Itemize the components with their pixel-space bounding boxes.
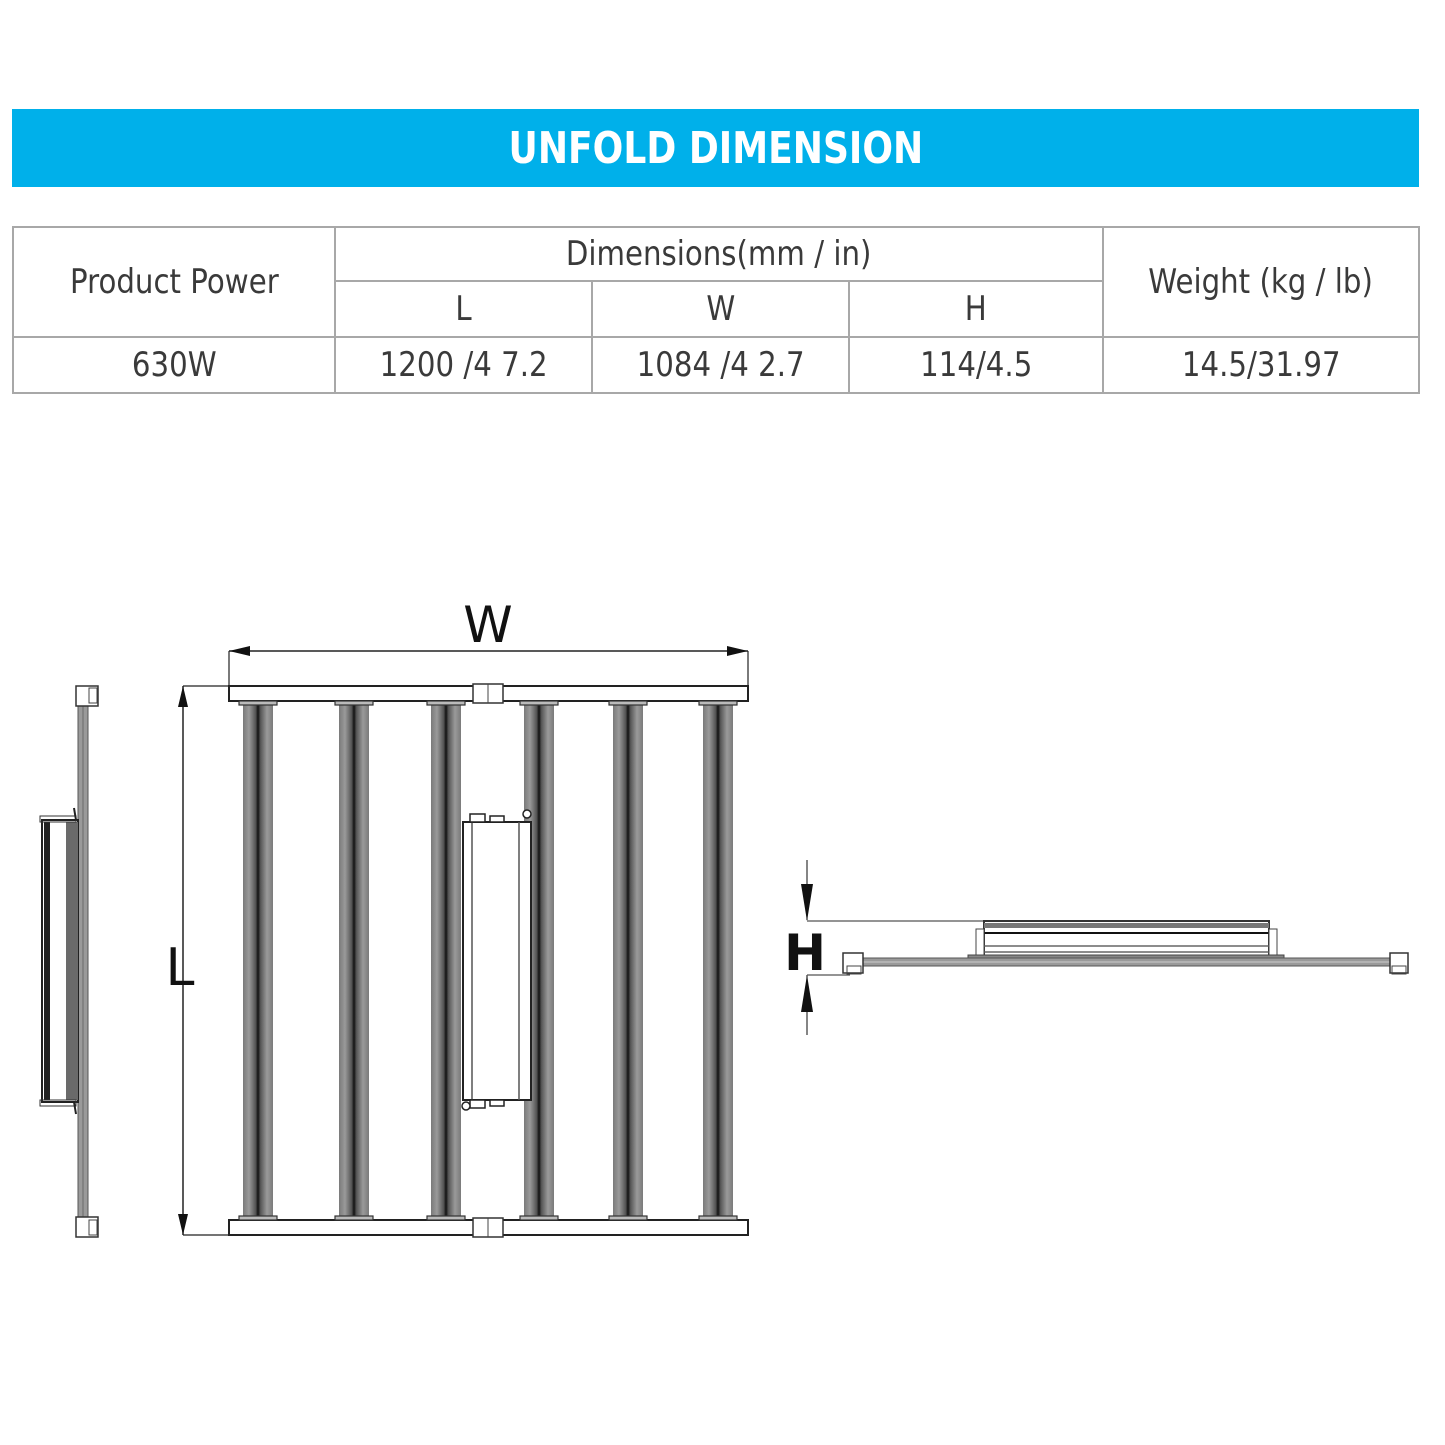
driver-box bbox=[461, 809, 532, 1111]
header-h: H bbox=[848, 280, 1104, 338]
header-weight: Weight (kg / lb) bbox=[1102, 226, 1420, 338]
width-label: W bbox=[463, 596, 512, 654]
table-header-row: Product Power Dimensions(mm / in) Weight… bbox=[12, 226, 1420, 338]
led-bars bbox=[238, 700, 738, 1221]
dimension-table: Product Power Dimensions(mm / in) Weight… bbox=[12, 226, 1420, 394]
header-product-power: Product Power bbox=[12, 226, 336, 338]
cell-l: 1200 /4 7.2 bbox=[334, 336, 593, 394]
side-view bbox=[39, 685, 99, 1238]
page-title: UNFOLD DIMENSION bbox=[508, 122, 923, 174]
height-view: H bbox=[784, 860, 1409, 1035]
header-dimensions: Dimensions(mm / in) bbox=[334, 226, 1104, 282]
table-subheader-row: L W H bbox=[13, 280, 1419, 338]
cell-h: 114/4.5 bbox=[848, 336, 1104, 394]
cell-weight: 14.5/31.97 bbox=[1102, 336, 1420, 394]
table-row: 630W 1200 /4 7.2 1084 /4 2.7 114/4.5 14.… bbox=[12, 336, 1420, 394]
cell-power: 630W bbox=[12, 336, 336, 394]
header-l: L bbox=[334, 280, 593, 338]
title-banner: UNFOLD DIMENSION bbox=[12, 109, 1419, 187]
front-view: W L bbox=[166, 596, 749, 1238]
cell-w: 1084 /4 2.7 bbox=[591, 336, 850, 394]
header-w: W bbox=[591, 280, 850, 338]
height-label: H bbox=[784, 924, 826, 982]
length-label: L bbox=[166, 938, 195, 998]
